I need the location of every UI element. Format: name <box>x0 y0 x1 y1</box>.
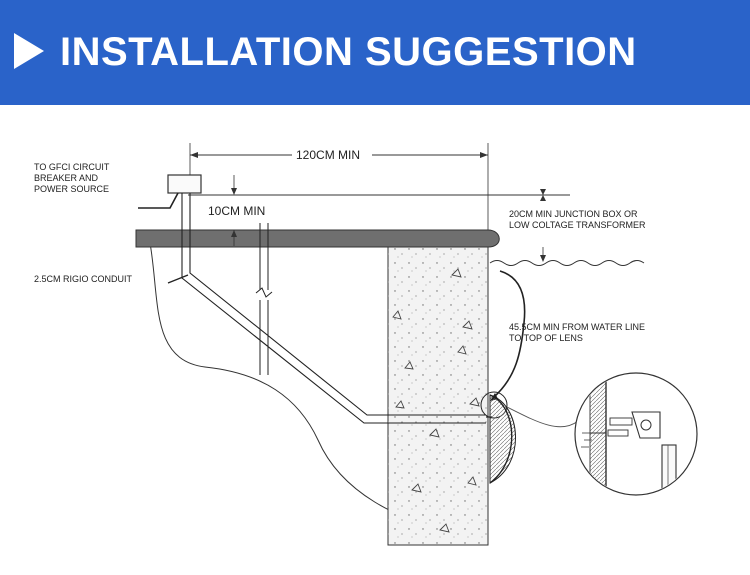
conduit-inner <box>189 193 486 416</box>
width-dimension-label: 120CM MIN <box>296 148 361 162</box>
soil-outline <box>149 242 489 546</box>
water-line-label: 45.5CM MIN FROM WATER LINE TO TOP OF LEN… <box>509 322 646 343</box>
deck-slab <box>135 229 500 248</box>
power-wire <box>138 192 179 209</box>
conduit-label: 2.5CM RIGIO CONDUIT <box>34 274 133 284</box>
break-mark <box>255 287 273 298</box>
detail-connector <box>506 406 579 428</box>
header-banner: INSTALLATION SUGGESTION <box>0 0 750 105</box>
conduit-leader <box>167 274 189 284</box>
water-leader <box>493 270 526 398</box>
page-title: INSTALLATION SUGGESTION <box>60 30 637 74</box>
junction-box-label: 20CM MIN JUNCTION BOX OR LOW COLTAGE TRA… <box>509 209 646 230</box>
diagram-drawing <box>135 143 698 546</box>
gfci-label: TO GFCI CIRCUIT BREAKER AND POWER SOURCE <box>34 162 110 194</box>
height-dimension-label: 10CM MIN <box>208 204 266 218</box>
aggregate-marks <box>392 268 480 533</box>
junction-box <box>167 174 202 194</box>
installation-diagram: TO GFCI CIRCUIT BREAKER AND POWER SOURCE… <box>0 105 750 570</box>
play-arrow-icon <box>14 33 44 69</box>
conduit-outer <box>181 193 486 424</box>
water-line <box>489 260 645 266</box>
